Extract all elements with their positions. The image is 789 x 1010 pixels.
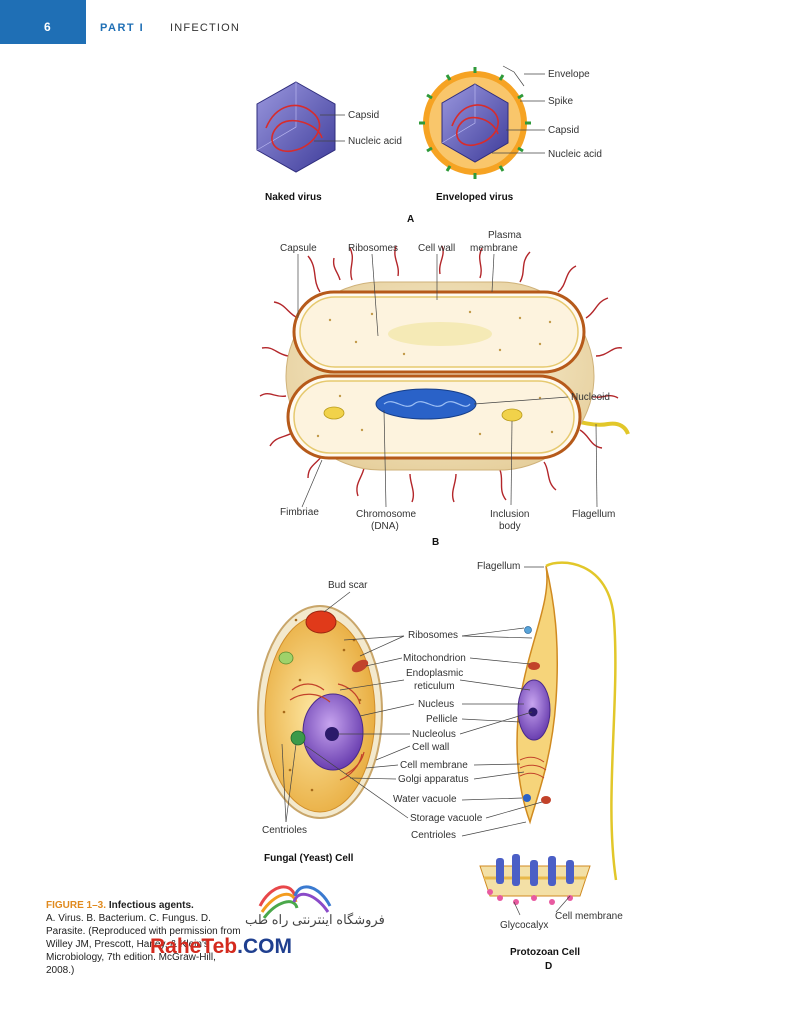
glycocalyx-graphic: [479, 854, 591, 905]
fimbriae-label: Fimbriae: [280, 507, 319, 518]
enveloped-virus-graphic: [419, 67, 531, 179]
cell-wall-c-label: Cell wall: [412, 742, 449, 753]
golgi-label: Golgi apparatus: [398, 774, 469, 785]
flagellum-d-label: Flagellum: [477, 561, 520, 572]
enveloped-capsid-label: Capsid: [548, 125, 579, 136]
dna-label: (DNA): [371, 521, 399, 532]
nucleoid-label: Nucleoid: [571, 392, 610, 403]
nucleus-label: Nucleus: [418, 699, 454, 710]
ribosomes-c-label: Ribosomes: [408, 630, 458, 641]
membrane-label: membrane: [470, 243, 518, 254]
page-number: 6: [44, 20, 51, 34]
watermark-site: RaheTeb.COM: [150, 935, 292, 959]
nucleolus-label: Nucleolus: [412, 729, 456, 740]
naked-virus-title: Naked virus: [265, 192, 322, 203]
bacterium-graphic: [259, 245, 630, 503]
watermark-site-tld: .COM: [237, 935, 292, 958]
panel-d-letter: D: [545, 961, 552, 972]
chromosome-label: Chromosome: [356, 509, 416, 520]
cell-membrane-c-label: Cell membrane: [400, 760, 468, 771]
panel-a: Capsid Nucleic acid Naked virus: [256, 65, 602, 225]
enveloped-nucleic-acid-label: Nucleic acid: [548, 149, 602, 160]
panel-b-letter: B: [432, 537, 439, 548]
watermark-site-main: RaheTeb: [150, 935, 238, 958]
watermark-text-fa: فروشگاه اینترنتی راه طب: [245, 912, 385, 927]
caption-figure-number: FIGURE 1–3.: [46, 900, 107, 911]
protozoan-cell-graphic: [516, 561, 618, 881]
fungal-cell-title: Fungal (Yeast) Cell: [264, 853, 354, 864]
panel-a-letter: A: [407, 214, 414, 225]
naked-virus-graphic: [256, 81, 336, 173]
body-label: body: [499, 521, 521, 532]
inclusion-label: Inclusion: [490, 509, 529, 520]
panel-cd: Bud scar Flagellum Ribosomes Mitochondri…: [257, 561, 623, 972]
reticulum-label: reticulum: [414, 681, 455, 692]
capsule-label: Capsule: [280, 243, 317, 254]
header-tab: [0, 0, 86, 44]
panel-b: Capsule Ribosomes Cell wall Plasma membr…: [259, 230, 630, 548]
part-label: PART I: [100, 22, 145, 34]
protozoan-cell-title: Protozoan Cell: [510, 947, 580, 958]
flagellum-b-label: Flagellum: [572, 509, 615, 520]
chapter-title: INFECTION: [170, 22, 241, 34]
envelope-label: Envelope: [548, 69, 590, 80]
endoplasmic-label: Endoplasmic: [406, 668, 463, 679]
naked-capsid-label: Capsid: [348, 110, 379, 121]
figure-caption: FIGURE 1–3. Infectious agents. A. Virus.…: [46, 899, 241, 977]
glycocalyx-label: Glycocalyx: [500, 920, 548, 931]
naked-nucleic-acid-label: Nucleic acid: [348, 136, 402, 147]
bud-scar-label: Bud scar: [328, 580, 368, 591]
spike-label: Spike: [548, 96, 573, 107]
caption-figure-title: Infectious agents.: [108, 900, 194, 911]
water-vacuole-label: Water vacuole: [393, 794, 457, 805]
mitochondrion-label: Mitochondrion: [403, 653, 466, 664]
cell-membrane-d-label: Cell membrane: [555, 911, 623, 922]
caption-body: A. Virus. B. Bacterium. C. Fungus. D. Pa…: [46, 913, 241, 976]
cell-wall-label: Cell wall: [418, 243, 455, 254]
yeast-cell-graphic: [257, 605, 383, 819]
ribosomes-label: Ribosomes: [348, 243, 398, 254]
watermark-logo-icon: [258, 885, 332, 919]
centrioles-d-label: Centrioles: [411, 830, 456, 841]
centrioles-c-label: Centrioles: [262, 825, 307, 836]
storage-vacuole-label: Storage vacuole: [410, 813, 483, 824]
plasma-label: Plasma: [488, 230, 522, 241]
enveloped-virus-title: Enveloped virus: [436, 192, 514, 203]
pellicle-label: Pellicle: [426, 714, 458, 725]
